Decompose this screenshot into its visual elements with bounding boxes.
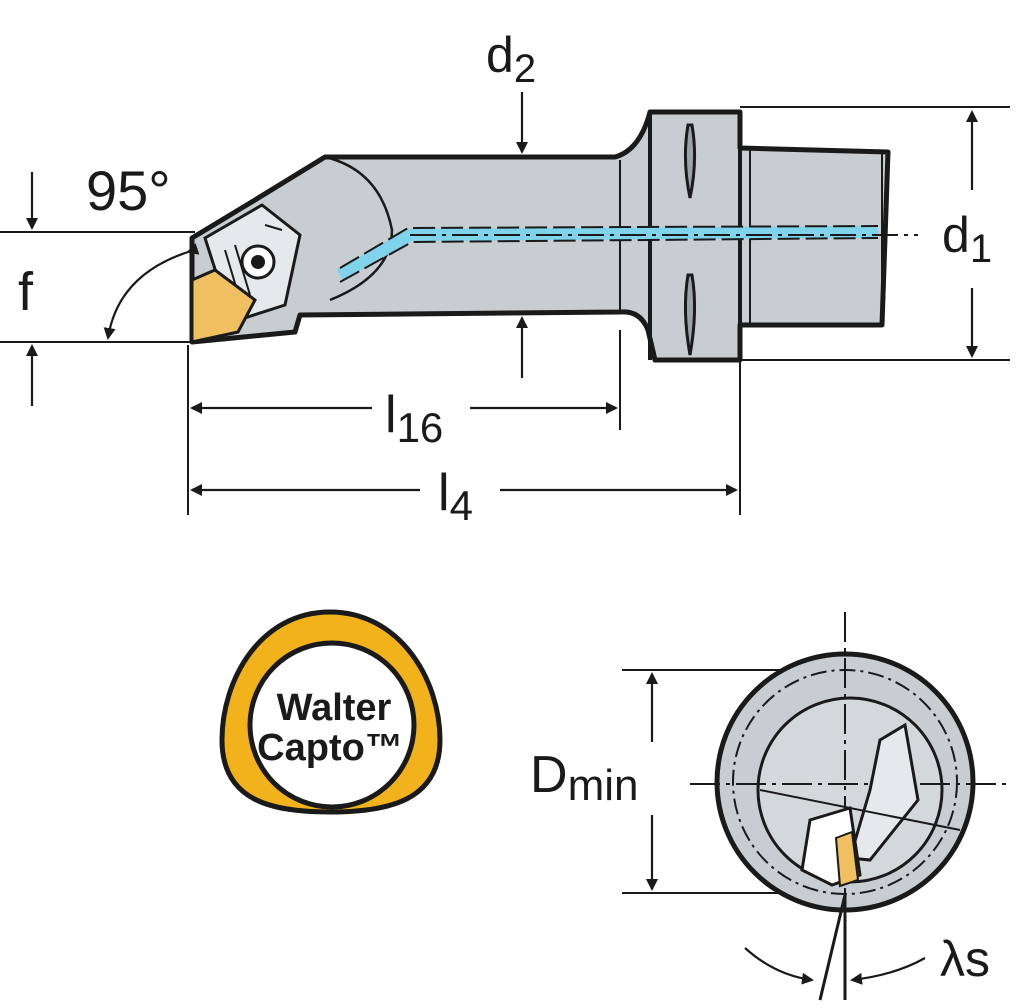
d2-label: d2 [486,27,536,91]
insert-end-view [834,830,860,888]
walter-capto-logo: Walter Capto™ [219,609,443,815]
f-label: f [18,262,34,322]
end-view: Dmin λs [530,612,1010,1001]
side-view: d2 d1 95° f l16 l4 [0,27,1010,529]
d1-label: d1 [942,207,992,271]
lambda-s-label: λs [940,931,990,987]
l16-label: l16 [385,386,443,451]
logo-line1: Walter [277,687,392,729]
flange-slot-upper [683,123,697,199]
flange-slot-lower [683,273,697,356]
l4-label: l4 [438,464,473,529]
dmin-label: Dmin [530,746,638,810]
angle-label: 95° [86,159,171,222]
logo-line2: Capto™ [257,727,403,769]
